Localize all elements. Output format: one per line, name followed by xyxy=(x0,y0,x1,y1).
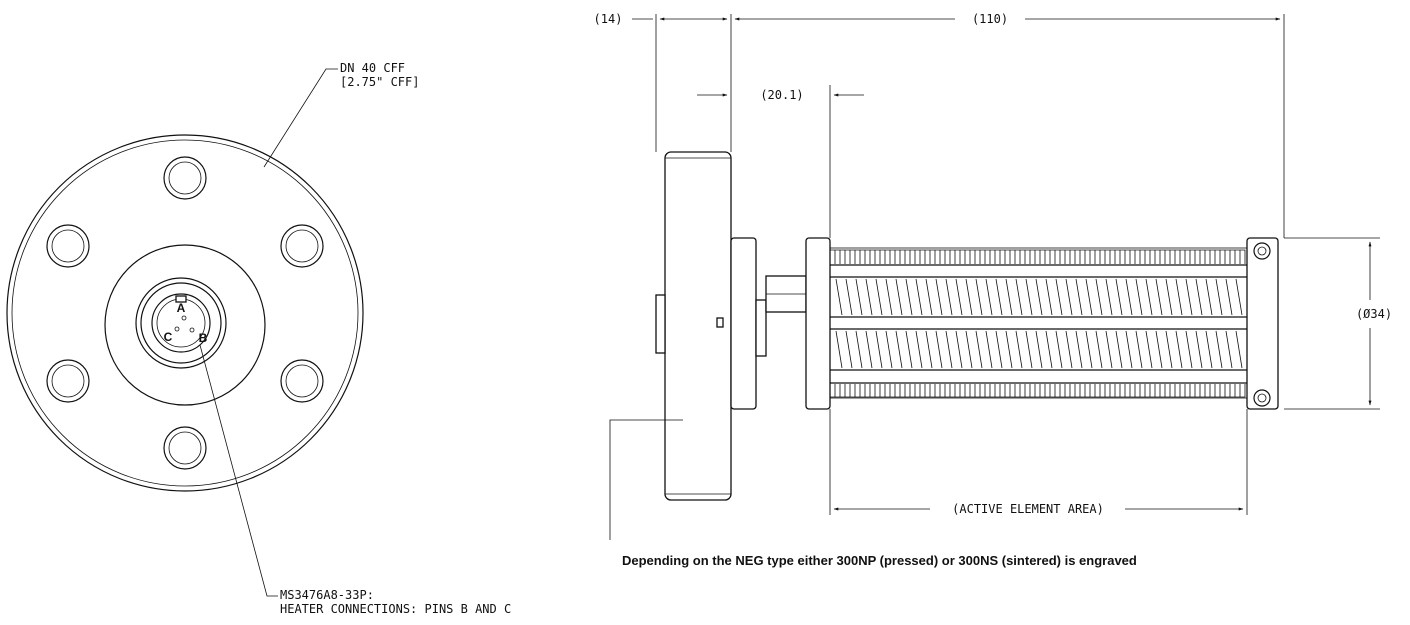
connector-leader-line xyxy=(199,344,278,597)
front-view: A B C DN 40 CFF [2.75" CFF] MS3476A8-33P… xyxy=(6,61,511,616)
bolt-hole xyxy=(163,156,207,200)
flange-label-line2: [2.75" CFF] xyxy=(340,75,419,89)
element-end-plate-left xyxy=(805,237,831,410)
fins-bottom xyxy=(829,384,1246,398)
dim-overall-length: (110) xyxy=(972,12,1008,26)
pin-label-b: B xyxy=(199,331,208,345)
fins-top xyxy=(829,249,1246,264)
flange-inner-circle xyxy=(11,139,359,487)
screw-top xyxy=(1253,242,1271,260)
screw-bottom xyxy=(1253,389,1271,407)
bolt-hole xyxy=(163,426,207,470)
bolt-hole xyxy=(280,224,324,268)
pleats-upper xyxy=(835,278,1243,316)
bolt-hole xyxy=(46,359,90,403)
dim-flange-thickness: (14) xyxy=(594,12,623,26)
engraving-note: Depending on the NEG type either 300NP (… xyxy=(622,553,1137,568)
connector-label-line2: HEATER CONNECTIONS: PINS B AND C xyxy=(280,602,511,616)
bolt-hole xyxy=(46,224,90,268)
connector-label-line1: MS3476A8-33P: xyxy=(280,588,374,602)
pin-label-c: C xyxy=(164,330,173,344)
flange-step xyxy=(655,294,666,354)
hub xyxy=(730,237,757,410)
pin-label-a: A xyxy=(177,301,186,315)
flange-leader-line xyxy=(263,68,338,168)
flange-key xyxy=(716,317,724,328)
dim-active-area: (ACTIVE ELEMENT AREA) xyxy=(952,502,1104,516)
bolt-holes xyxy=(46,156,324,470)
flange-label-line1: DN 40 CFF xyxy=(340,61,405,75)
engraving-leader-line xyxy=(609,419,683,540)
hub-ring xyxy=(755,299,767,357)
center-boss xyxy=(104,244,266,406)
flange-outer-circle xyxy=(6,134,364,492)
element-end-plate-right xyxy=(1246,237,1279,410)
neg-element xyxy=(805,237,1279,410)
dim-diameter: (Ø34) xyxy=(1356,307,1392,321)
connector: A B C xyxy=(135,277,227,369)
bolt-hole xyxy=(280,359,324,403)
pleats-lower xyxy=(835,330,1243,369)
side-view: (14) (110) (20.1) (Ø34) (ACTIVE ELEMENT … xyxy=(594,12,1393,568)
dim-offset: (20.1) xyxy=(760,88,803,102)
